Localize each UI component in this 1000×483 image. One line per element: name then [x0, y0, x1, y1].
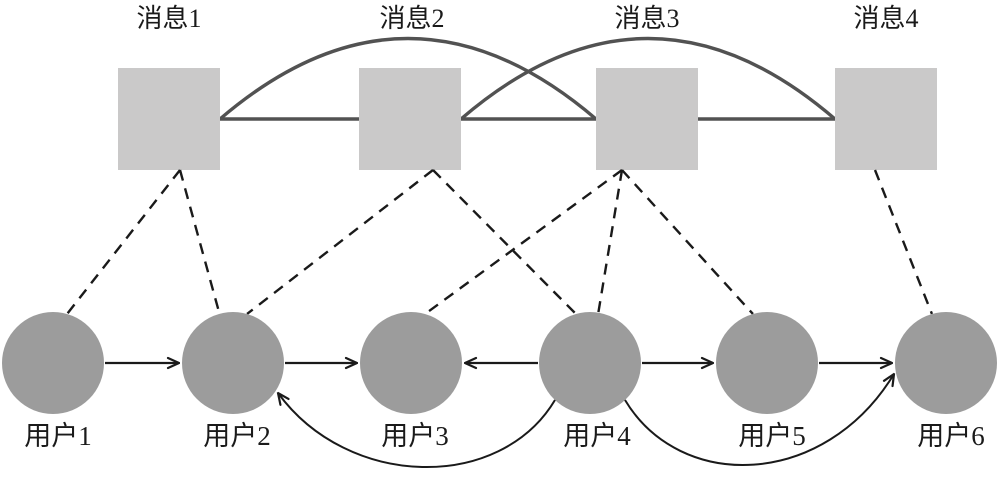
- message-node-m2: [359, 68, 461, 170]
- user-node-u5: [716, 312, 818, 414]
- user-node-u3: [360, 312, 462, 414]
- assignment-link-m3-u4: [597, 169, 624, 313]
- assignment-link-m4-u6: [873, 169, 934, 315]
- user-node-u4: [539, 312, 641, 414]
- user-label-u3: 用户3: [381, 421, 449, 451]
- message-node-m4: [835, 68, 937, 170]
- user-label-u2: 用户2: [203, 421, 271, 451]
- assignment-link-m2-u4: [432, 169, 577, 315]
- assignment-link-m2-u2: [246, 169, 434, 315]
- user-node-u2: [182, 312, 284, 414]
- user-label-u1: 用户1: [24, 421, 92, 451]
- user-label-u4: 用户4: [563, 421, 631, 451]
- message-link-m1-m3: [218, 36, 598, 121]
- message-label-m2: 消息2: [379, 4, 444, 33]
- user-label-u5: 用户5: [738, 421, 806, 451]
- user-label-u6: 用户6: [917, 421, 985, 451]
- assignment-link-m1-u2: [178, 169, 221, 315]
- user-arrow-u4-u2: [278, 393, 556, 468]
- diagram-content: 消息1 消息2 消息3 消息4 用户1 用户2 用户3 用户4 用户5 用户6: [2, 4, 997, 468]
- user-node-u1: [2, 312, 104, 414]
- user-arrow-u4-u6: [624, 374, 894, 466]
- message-label-m4: 消息4: [853, 4, 918, 33]
- message-label-m3: 消息3: [614, 4, 679, 33]
- assignment-link-m1-u1: [66, 169, 181, 315]
- assignment-link-m3-u5: [621, 169, 754, 315]
- message-node-m3: [596, 68, 698, 170]
- message-node-m1: [118, 68, 220, 170]
- message-link-m2-m4: [459, 36, 837, 121]
- user-node-u6: [895, 312, 997, 414]
- assignment-link-m3-u3: [424, 169, 623, 315]
- message-label-m1: 消息1: [136, 4, 201, 33]
